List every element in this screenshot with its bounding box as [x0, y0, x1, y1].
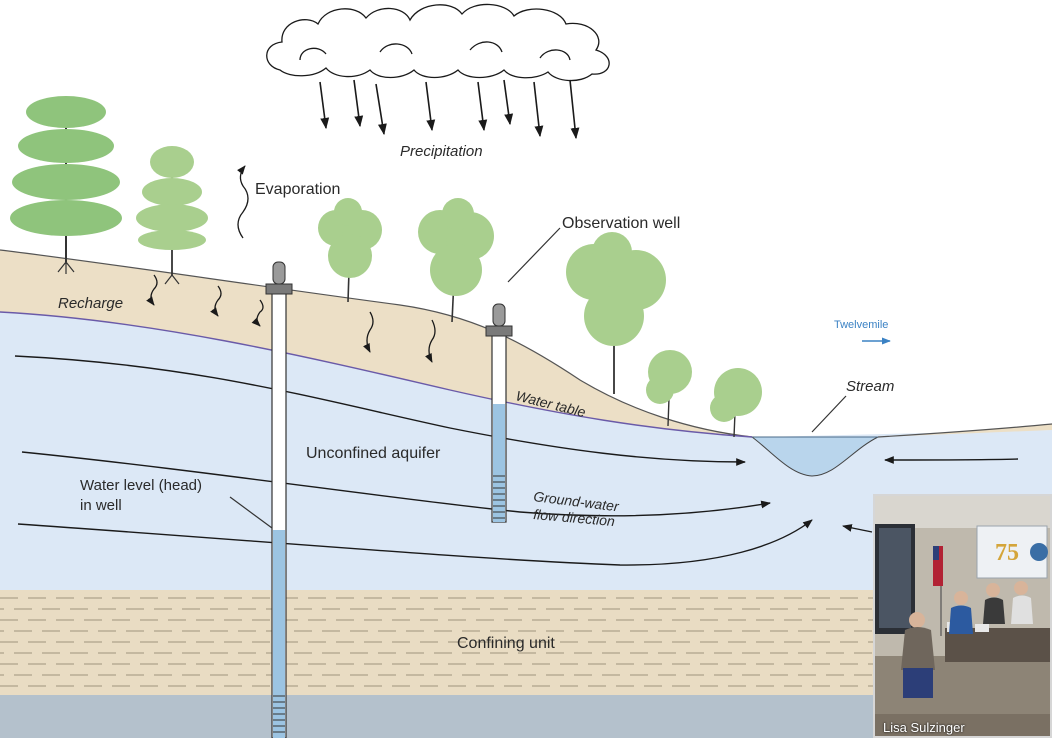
tree-7 — [710, 368, 762, 438]
evaporation-label: Evaporation — [255, 181, 340, 198]
tree-6 — [646, 350, 692, 427]
flow-line-right-lower — [842, 524, 873, 533]
groundwater-label-line2: flow direction — [533, 506, 616, 529]
tree-4 — [418, 198, 494, 323]
tree-3 — [318, 198, 382, 303]
pumping-well — [265, 261, 293, 738]
water-table-line — [0, 311, 753, 438]
water-level-label-line1: Water level (head) — [80, 477, 202, 494]
stream-label: Stream — [846, 378, 894, 395]
tree-1 — [10, 96, 122, 274]
evaporation-arrow — [237, 165, 249, 239]
precipitation-arrows — [319, 79, 580, 140]
stream-leader — [811, 395, 847, 433]
observation-well — [485, 303, 513, 523]
confining-unit-label: Confining unit — [457, 635, 555, 652]
tree-2 — [136, 146, 208, 285]
flow-line-3 — [17, 519, 813, 566]
observation-well-leader — [507, 227, 561, 283]
video-badge-text: 75 — [995, 540, 1019, 566]
twelvemile-label: Twelvemile — [834, 319, 888, 331]
water-level-leader — [229, 496, 273, 529]
participant-video-tile[interactable]: 75 Lisa Sulzinger — [873, 494, 1052, 738]
precipitation-label: Precipitation — [400, 143, 483, 160]
tree-5 — [566, 232, 666, 394]
unsaturated-zone-soil — [0, 250, 760, 437]
water-level-label-line2: in well — [80, 497, 122, 514]
land-surface-right — [880, 424, 1052, 437]
unconfined-aquifer-layer — [0, 312, 1052, 590]
flow-line-2 — [21, 451, 771, 517]
participant-name-label: Lisa Sulzinger — [883, 720, 965, 735]
stream-channel — [750, 436, 879, 477]
rain-cloud — [266, 3, 610, 82]
unconfined-aquifer-label: Unconfined aquifer — [306, 445, 441, 462]
confining-unit-dashes — [0, 597, 886, 687]
observation-well-label: Observation well — [562, 215, 680, 232]
meeting-room-video: 75 — [875, 496, 1050, 736]
recharge-arrows — [146, 274, 436, 363]
flow-line-right-upper — [884, 456, 1019, 464]
recharge-label: Recharge — [58, 295, 123, 312]
flow-line-1 — [14, 355, 746, 466]
